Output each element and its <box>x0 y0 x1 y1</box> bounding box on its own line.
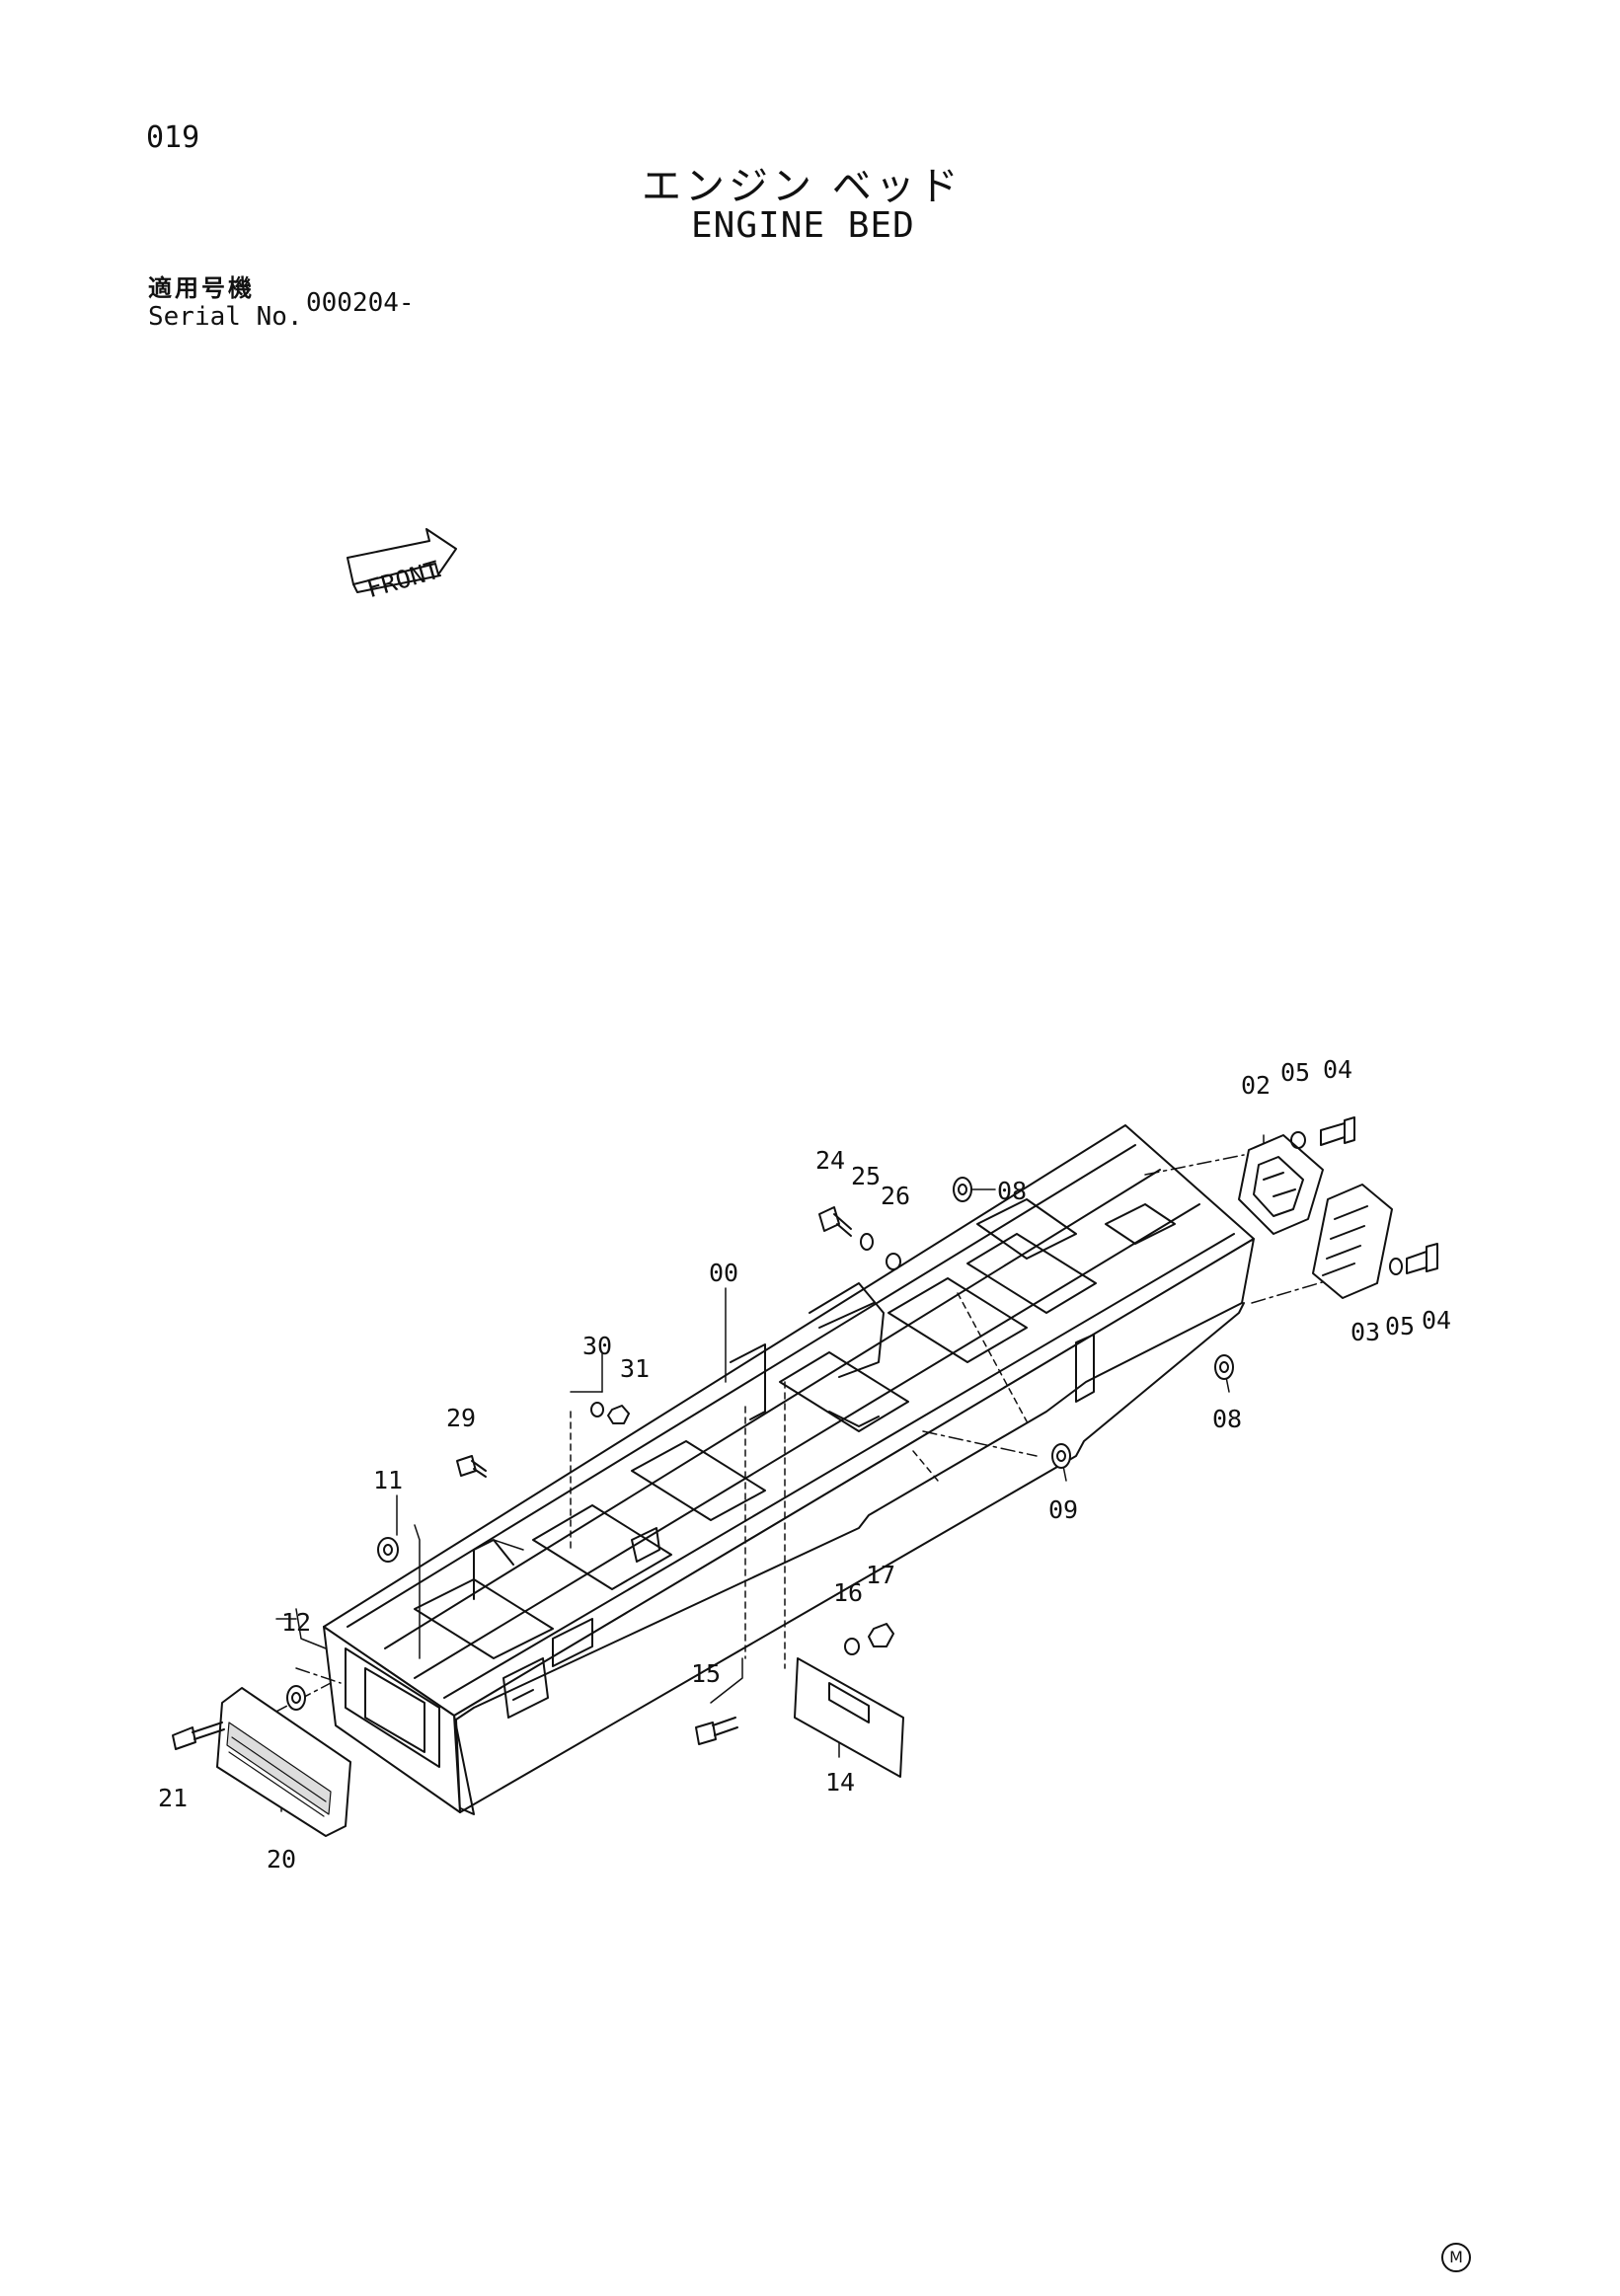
part-label-00: 00 <box>709 1259 738 1287</box>
washer-30-icon <box>590 1402 604 1417</box>
cover-plate-03 <box>1312 1184 1393 1299</box>
bushing-09-icon <box>1051 1443 1071 1469</box>
part-label-21: 21 <box>158 1784 188 1812</box>
page-number: 019 <box>146 120 200 155</box>
bushing-12-icon <box>286 1685 306 1711</box>
part-label-04-bottom: 04 <box>1422 1306 1451 1335</box>
bolt-15-icon <box>695 1717 738 1745</box>
part-label-26: 26 <box>881 1182 910 1210</box>
serial-label-english: Serial No. <box>148 302 303 332</box>
part-label-17: 17 <box>866 1561 895 1589</box>
engine-bed-frame <box>323 1124 1255 1815</box>
bushing-08-right-icon <box>1214 1354 1234 1380</box>
front-arrow-icon: FRONT <box>347 528 457 603</box>
part-label-08-right: 08 <box>1212 1405 1242 1433</box>
part-label-04-top: 04 <box>1323 1055 1352 1084</box>
washer-25-icon <box>860 1233 874 1251</box>
part-label-25: 25 <box>851 1162 881 1190</box>
bolt-04-bottom-icon <box>1406 1243 1438 1274</box>
part-label-05-bottom: 05 <box>1385 1312 1415 1340</box>
nut-17-icon <box>868 1623 894 1647</box>
part-label-14: 14 <box>825 1768 855 1797</box>
dashed-hidden-lines <box>570 1292 1028 1669</box>
bolt-04-top-icon <box>1320 1116 1355 1146</box>
part-label-08-top: 08 <box>997 1177 1027 1205</box>
mounting-plate-14 <box>794 1657 904 1778</box>
washer-05-top-icon <box>1290 1131 1306 1149</box>
part-label-29: 29 <box>446 1404 476 1432</box>
part-label-30: 30 <box>582 1332 612 1360</box>
part-label-12: 12 <box>281 1608 311 1637</box>
serial-number-value: 000204- <box>306 288 415 318</box>
bushing-11-icon <box>377 1537 399 1563</box>
part-label-03: 03 <box>1350 1318 1380 1346</box>
part-label-11: 11 <box>373 1466 403 1494</box>
title-english: ENGINE BED <box>691 205 915 246</box>
rear-cover-20 <box>216 1687 351 1837</box>
nut-31-icon <box>607 1405 630 1424</box>
bolt-29-icon <box>456 1455 487 1478</box>
title-japanese: エンジン ベッド <box>642 164 963 209</box>
part-label-31: 31 <box>620 1354 650 1383</box>
part-label-16: 16 <box>833 1578 863 1607</box>
part-label-24: 24 <box>815 1146 845 1175</box>
washer-16-icon <box>844 1638 860 1655</box>
serial-label-japanese: 適用号機 <box>148 274 255 302</box>
part-label-05-top: 05 <box>1280 1058 1310 1087</box>
washer-05-bottom-icon <box>1389 1258 1403 1275</box>
cover-plate-02 <box>1238 1134 1324 1235</box>
part-label-09: 09 <box>1048 1495 1078 1524</box>
part-label-02: 02 <box>1241 1071 1271 1100</box>
part-label-20: 20 <box>267 1845 296 1874</box>
m-mark-symbol: M <box>1441 2243 1471 2272</box>
bushing-08-top-icon <box>953 1177 972 1202</box>
bolt-21-icon <box>172 1722 225 1750</box>
bolt-24-icon <box>818 1206 852 1237</box>
washer-26-icon <box>886 1253 901 1270</box>
part-label-15: 15 <box>691 1659 721 1688</box>
